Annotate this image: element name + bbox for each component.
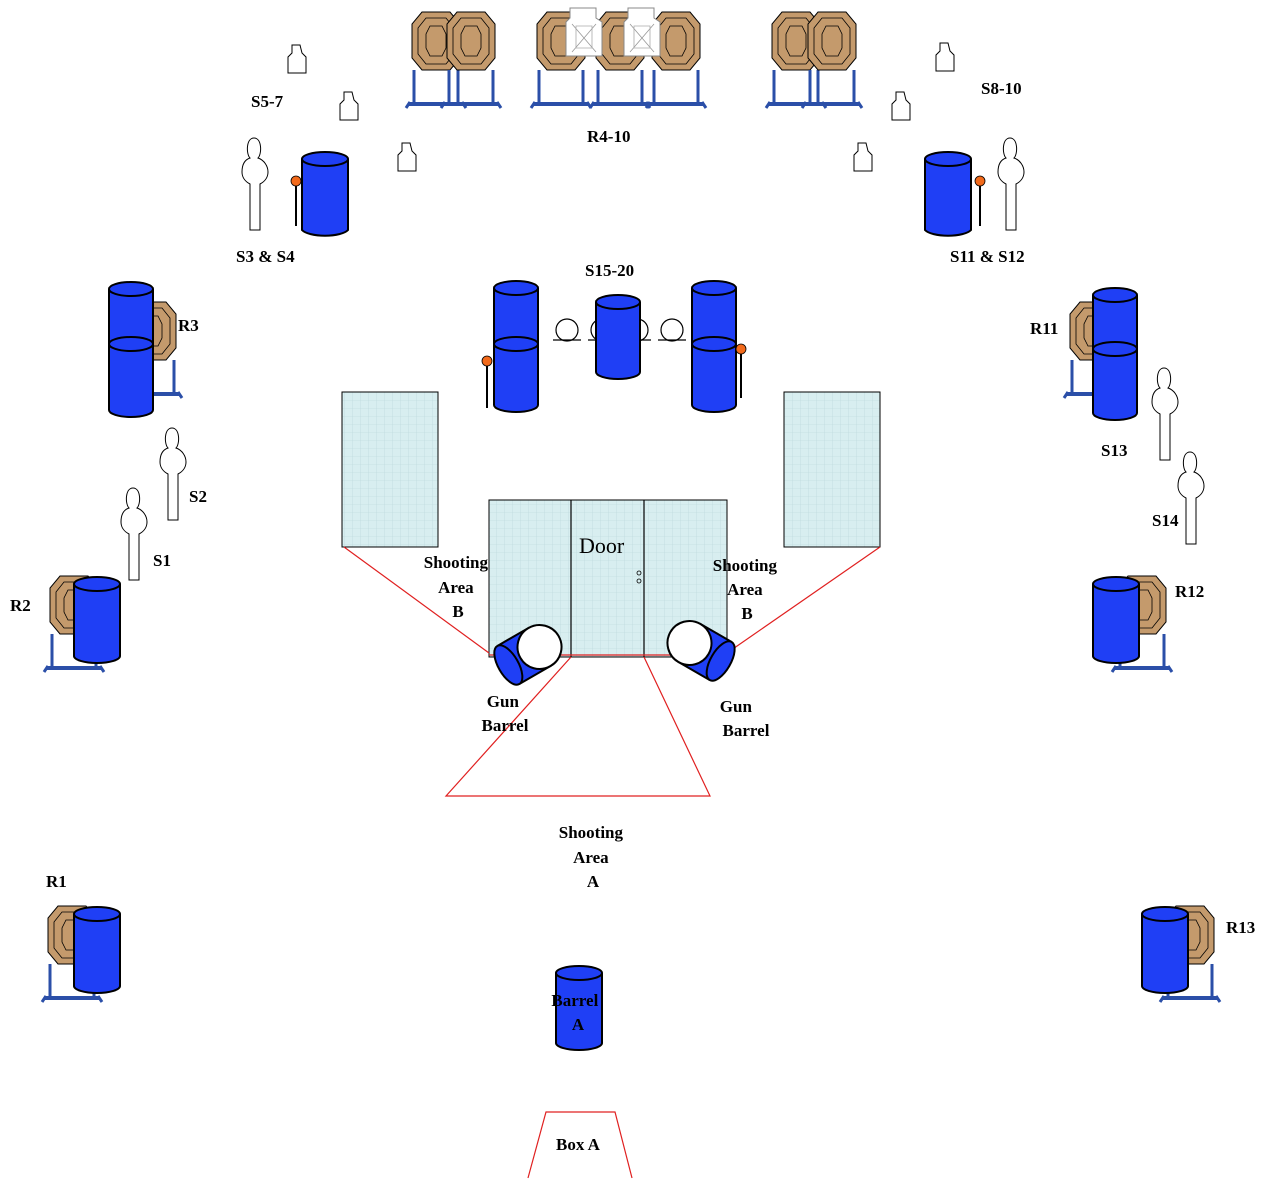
- label-r12: R12: [1175, 582, 1204, 601]
- gun-barrel-left-line2: Barrel: [482, 716, 529, 735]
- shooting-area-b-left-label: Shooting Area B: [424, 553, 493, 621]
- label-r1: R1: [46, 872, 67, 891]
- label-s14: S14: [1152, 511, 1179, 530]
- target-group-r13: [1141, 904, 1222, 1004]
- barrel-a-line2: A: [572, 1015, 585, 1034]
- target-s13: [1151, 367, 1179, 461]
- label-r4-10: R4-10: [587, 127, 630, 146]
- shooting-area-b-left-line3: B: [452, 602, 463, 621]
- shooting-area-a-line2: Area: [573, 848, 609, 867]
- label-s2: S2: [189, 487, 207, 506]
- target-s2: [159, 427, 187, 521]
- label-r11: R11: [1030, 319, 1058, 338]
- shooting-area-a-label: Shooting Area A: [559, 823, 628, 891]
- target-s1: [120, 487, 148, 581]
- shooting-area-b-left-line1: Shooting: [424, 553, 489, 572]
- mini-targets-s5-7: [287, 44, 417, 172]
- label-s8-10: S8-10: [981, 79, 1022, 98]
- barrel-a: [555, 965, 603, 1051]
- label-s15-20: S15-20: [585, 261, 634, 280]
- steel-targets-r4-10: [404, 7, 864, 110]
- gun-barrel-right-line1: Gun: [720, 697, 753, 716]
- shooting-area-b-right-line1: Shooting: [713, 556, 778, 575]
- target-group-r2: [42, 574, 121, 674]
- barrel-a-label: Barrel A: [551, 991, 602, 1034]
- target-group-r11: [1062, 287, 1138, 421]
- label-s1: S1: [153, 551, 171, 570]
- target-group-s11-s12: [924, 137, 1025, 237]
- label-s3-s4: S3 & S4: [236, 247, 295, 266]
- gun-barrel-left-line1: Gun: [487, 692, 520, 711]
- target-group-r12: [1092, 574, 1174, 674]
- box-a-label: Box A: [556, 1135, 601, 1154]
- label-r13: R13: [1226, 918, 1255, 937]
- right-wall-panel: [783, 391, 881, 548]
- shooting-area-b-left-line2: Area: [438, 578, 474, 597]
- gun-barrel-left-label: Gun Barrel: [482, 692, 529, 735]
- gun-barrel-right: [666, 620, 736, 682]
- shooting-area-a-line1: Shooting: [559, 823, 624, 842]
- left-wall-panel: [341, 391, 439, 548]
- shooting-area-b-right-label: Shooting Area B: [713, 556, 782, 623]
- label-s13: S13: [1101, 441, 1127, 460]
- target-group-s15-20: [481, 280, 747, 413]
- target-group-r1: [40, 904, 121, 1004]
- barrel-a-line1: Barrel: [551, 991, 598, 1010]
- target-s14: [1177, 451, 1205, 545]
- label-s11-s12: S11 & S12: [950, 247, 1025, 266]
- gun-barrel-left: [493, 624, 563, 686]
- target-group-r3: [108, 281, 184, 418]
- shooting-area-a-line3: A: [587, 872, 600, 891]
- label-r3: R3: [178, 316, 199, 335]
- shooting-area-b-right-line3: B: [741, 604, 752, 623]
- gun-barrel-right-label: Gun Barrel: [720, 697, 770, 740]
- shooting-area-b-right-line2: Area: [727, 580, 763, 599]
- door-label: Door: [579, 533, 625, 558]
- label-s5-7: S5-7: [251, 92, 284, 111]
- label-r2: R2: [10, 596, 31, 615]
- gun-barrel-right-line2: Barrel: [723, 721, 770, 740]
- target-group-s3-s4: [241, 137, 349, 237]
